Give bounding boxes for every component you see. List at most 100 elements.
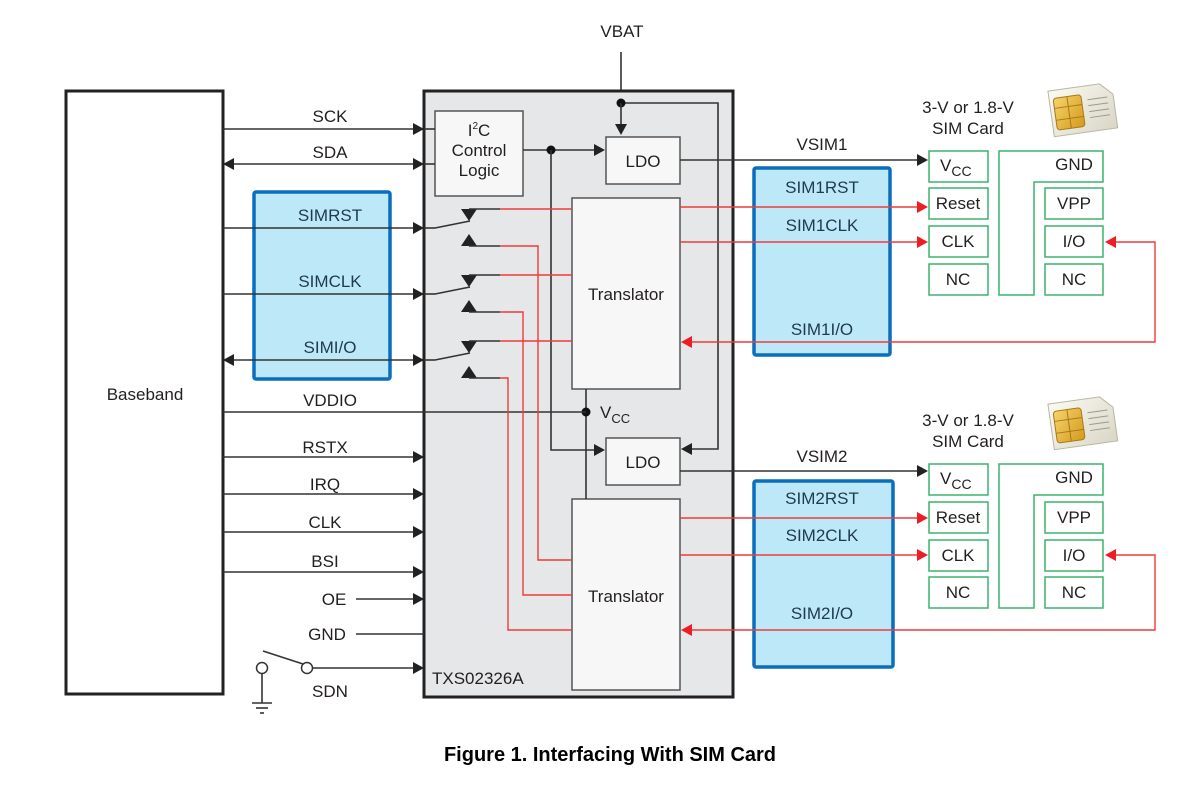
simio-left-arrowhead — [223, 354, 234, 366]
sim2rst-label: SIM2RST — [785, 489, 859, 508]
sim-card-icon — [1047, 396, 1119, 451]
sim1-pin-vpp-label: VPP — [1057, 194, 1091, 213]
ldo2-control-arrowhead — [594, 444, 605, 456]
switch-sim1io-arrowhead — [461, 341, 477, 353]
sim2-pin-io — [1044, 539, 1104, 572]
rstx-arrowhead — [413, 451, 424, 463]
baseband-signal-lines: SCK SDA SIMRST SIMCLK SIMI/O VDDIO RSTX … — [223, 107, 586, 714]
simio-right-arrowhead — [413, 354, 424, 366]
sim1io-label: SIM1I/O — [791, 320, 853, 339]
sim1-card-title-line1: 3-V or 1.8-V — [922, 98, 1014, 117]
vsim1-arrowhead — [917, 154, 928, 166]
translator1-block — [571, 197, 681, 390]
sim-card-2: 3-V or 1.8-V SIM Card VCC Reset CLK NC G… — [922, 396, 1119, 609]
sim1-pin-nc-left-label: NC — [946, 270, 971, 289]
sim1-pin-vpp — [1044, 187, 1104, 220]
sim1clk-label: SIM1CLK — [786, 216, 859, 235]
rstx-label: RSTX — [302, 438, 347, 457]
sim2-pin-clk — [928, 539, 989, 572]
sim1-pin-nc-left — [928, 263, 989, 296]
sim2-pin-io-label: I/O — [1063, 546, 1086, 565]
translator2-block — [571, 498, 681, 691]
bsi-arrowhead — [413, 566, 424, 578]
chip-name-label: TXS02326A — [432, 669, 524, 688]
simrst-label: SIMRST — [298, 206, 362, 225]
sim2-card-title-line2: SIM Card — [932, 432, 1004, 451]
i2c-label-line1: I2C — [468, 121, 491, 140]
vddio-label: VDDIO — [303, 391, 357, 410]
vbat-label: VBAT — [600, 22, 643, 41]
translator2-label: Translator — [588, 587, 664, 606]
simclk-label: SIMCLK — [298, 272, 362, 291]
switch-sim2io-arrowhead — [461, 366, 477, 378]
sim2-pin-nc-right-label: NC — [1062, 583, 1087, 602]
internal-switches — [424, 208, 500, 379]
translator1-label: Translator — [588, 285, 664, 304]
figure-caption: Figure 1. Interfacing With SIM Card — [444, 744, 776, 766]
sim2-pin-nc-left-label: NC — [946, 583, 971, 602]
sim1-pin-vcc-label: VCC — [940, 156, 972, 179]
switch-sim2rst-arrowhead — [461, 234, 477, 246]
i2c-label-line2: Control — [452, 141, 507, 160]
sim1-pin-nc-right-label: NC — [1062, 270, 1087, 289]
sim1-pin-reset-label: Reset — [936, 194, 981, 213]
sim2-pin-gnd — [998, 463, 1104, 609]
i2c-control-logic-block — [434, 110, 524, 197]
clk-label: CLK — [308, 513, 342, 532]
ground-icon — [252, 702, 272, 714]
sim2-pin-reset-label: Reset — [936, 508, 981, 527]
sda-label: SDA — [313, 143, 349, 162]
sdn-switch-lever — [262, 650, 304, 665]
simrst-arrowhead — [413, 222, 424, 234]
sim2-pin-vpp — [1044, 501, 1104, 534]
ldo1-control-arrowhead — [594, 144, 605, 156]
baseband-label: Baseband — [107, 385, 184, 404]
oe-label: OE — [322, 590, 347, 609]
simio-label: SIMI/O — [304, 338, 357, 357]
sim1-pin-io — [1044, 225, 1104, 258]
sim2-pin-nc-right — [1044, 576, 1104, 609]
baseband-sim-signals-highlight — [252, 190, 392, 381]
i2c-label-line3: Logic — [459, 161, 500, 180]
irq-label: IRQ — [310, 475, 340, 494]
sda-right-arrowhead — [413, 158, 424, 170]
ldo2-block — [605, 437, 681, 486]
sim1-signals-highlight — [752, 166, 892, 357]
vsim2-arrowhead — [917, 465, 928, 477]
sim2-pin-gnd-label: GND — [1055, 468, 1093, 487]
sim2-pin-clk-label: CLK — [941, 546, 975, 565]
sim1-pin-clk-label: CLK — [941, 232, 975, 251]
sim1-pin-gnd-label: GND — [1055, 155, 1093, 174]
sim1-pin-clk — [928, 225, 989, 258]
ldo1-label: LDO — [626, 152, 661, 171]
vcc-internal-label: VCC — [600, 403, 630, 426]
sim2-pin-nc-left — [928, 576, 989, 609]
sim1-pin-io-label: I/O — [1063, 232, 1086, 251]
ldo2-vbat-arrowhead — [681, 443, 692, 455]
baseband-block — [64, 89, 225, 696]
sim2-pin-reset — [928, 501, 989, 534]
sdn-switch-terminal-right — [300, 661, 314, 675]
sim1-card-title-line2: SIM Card — [932, 119, 1004, 138]
vbat-rail-internal — [621, 102, 719, 450]
sim2io-label: SIM2I/O — [791, 604, 853, 623]
sdn-arrowhead — [413, 662, 424, 674]
sim-card-icon — [1047, 83, 1119, 138]
sim2-signals-highlight — [752, 479, 895, 669]
i2c-to-ldo2-wire — [550, 150, 594, 451]
sim1rst-label: SIM1RST — [785, 178, 859, 197]
switch-sim1rst-arrowhead — [461, 209, 477, 221]
switch-sim1clk-arrowhead — [461, 275, 477, 287]
sim2-pin-vcc — [928, 463, 989, 496]
sck-label: SCK — [313, 107, 349, 126]
sck-arrowhead — [413, 123, 424, 135]
sim2-pin-vcc-label: VCC — [940, 469, 972, 492]
sim1-pin-reset — [928, 187, 989, 220]
sim1-pin-nc-right — [1044, 263, 1104, 296]
irq-arrowhead — [413, 488, 424, 500]
ldo1-vbat-arrowhead — [615, 124, 627, 135]
switch-sim2clk-arrowhead — [461, 300, 477, 312]
sdn-label: SDN — [312, 682, 348, 701]
simclk-arrowhead — [413, 288, 424, 300]
